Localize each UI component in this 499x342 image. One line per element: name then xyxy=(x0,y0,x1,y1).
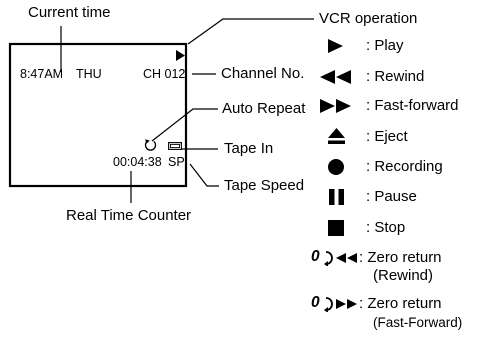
eject-icon xyxy=(328,128,345,144)
stop-icon xyxy=(328,220,344,236)
screen-counter: 00:04:38 xyxy=(113,155,162,169)
play-icon xyxy=(328,39,343,53)
current-time-label: Current time xyxy=(28,4,111,21)
zero-return-rewind-icon: 0 xyxy=(311,248,359,267)
legend-zero-return-rewind-subtext: (Rewind) xyxy=(373,267,434,284)
screen-auto-repeat-icon xyxy=(144,139,157,151)
tape-speed-label: Tape Speed xyxy=(224,177,305,194)
screen-play-icon xyxy=(176,50,185,61)
tape-in-label: Tape In xyxy=(224,140,274,157)
screen-speed: SP xyxy=(168,155,185,169)
legend-recording-text: : Recording xyxy=(366,158,443,175)
screen-channel: CH 012 xyxy=(143,67,186,81)
rewind-icon xyxy=(320,70,351,84)
screen-tape-in-icon xyxy=(168,142,182,150)
channel-no-label: Channel No. xyxy=(221,65,305,82)
screen-day: THU xyxy=(76,67,102,81)
legend-zero-return-ff-subtext: (Fast-Forward) xyxy=(373,315,463,330)
vcr-operation-leader xyxy=(187,18,314,45)
auto-repeat-label: Auto Repeat xyxy=(222,100,306,117)
legend-eject-text: : Eject xyxy=(366,128,408,145)
fast-forward-icon xyxy=(320,99,351,113)
screen-time: 8:47AM xyxy=(20,67,64,81)
auto-repeat-leader xyxy=(151,108,218,142)
legend-pause-text: : Pause xyxy=(366,188,417,205)
tape-speed-leader xyxy=(189,163,219,187)
legend-zero-return-rewind-text: : Zero return xyxy=(359,249,442,266)
legend-play-text: : Play xyxy=(366,37,404,54)
legend-stop-text: : Stop xyxy=(366,219,406,236)
legend-zero-return-ff-text: : Zero return xyxy=(359,295,442,312)
pause-icon xyxy=(329,189,344,205)
legend-fast-forward-text: : Fast-forward xyxy=(366,97,459,114)
vcr-operation-label: VCR operation xyxy=(319,10,418,27)
legend-rewind-text: : Rewind xyxy=(366,68,425,85)
real-time-counter-label: Real Time Counter xyxy=(66,207,192,224)
recording-icon xyxy=(328,159,344,175)
zero-return-fast-forward-icon: 0 xyxy=(311,294,359,313)
